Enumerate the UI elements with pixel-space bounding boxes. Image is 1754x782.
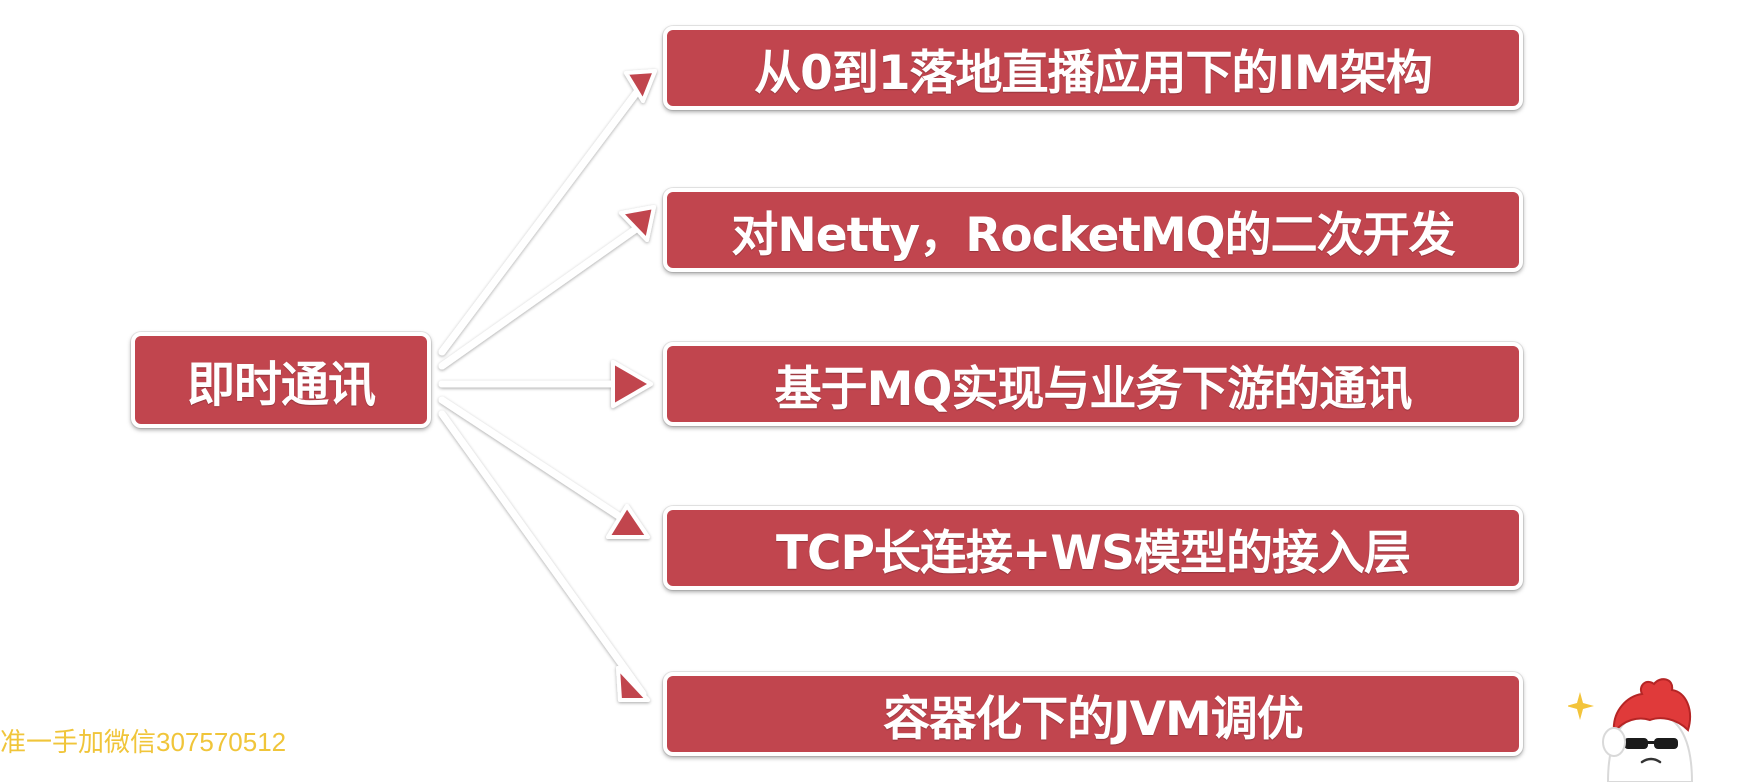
root-node-instant-messaging: 即时通讯 — [131, 332, 431, 428]
arrowhead-4 — [606, 504, 650, 539]
connector-line-5 — [438, 410, 647, 698]
connector-line-1 — [438, 80, 647, 356]
branch-node-tcp-ws-access: TCP长连接+WS模型的接入层 — [663, 506, 1523, 590]
arrowhead-5 — [616, 666, 650, 702]
arrowhead-3 — [611, 360, 653, 408]
watermark-text: 准一手加微信307570512 — [0, 727, 287, 757]
branch-node-jvm-tuning: 容器化下的JVM调优 — [663, 672, 1523, 756]
branch-node-im-architecture: 从0到1落地直播应用下的IM架构 — [663, 26, 1523, 110]
connector-line-2 — [438, 220, 647, 370]
arrowhead-1 — [624, 69, 657, 103]
branch-node-mq-downstream: 基于MQ实现与业务下游的通讯 — [663, 342, 1523, 426]
cool-mascot-sticker-icon — [1568, 678, 1694, 782]
arrowhead-2 — [619, 205, 656, 242]
branch-node-netty-rocketmq: 对Netty，RocketMQ的二次开发 — [663, 188, 1523, 272]
connector-line-4 — [438, 396, 647, 536]
sparkle-icon — [1568, 692, 1594, 720]
